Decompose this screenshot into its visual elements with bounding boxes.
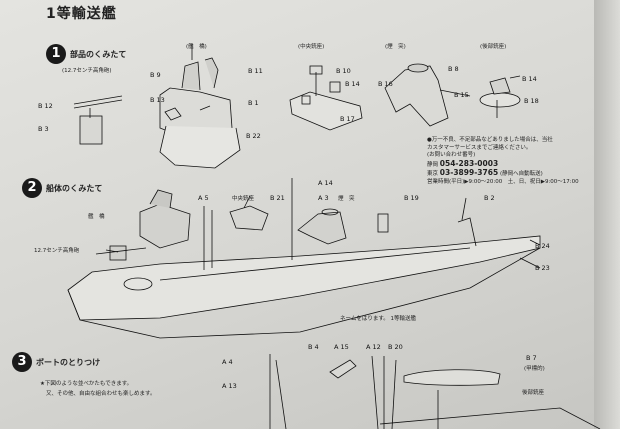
step-2-heading: 船体のくみたて [46, 184, 103, 193]
part-label: A 3 [318, 194, 329, 202]
part-label: A 13 [222, 382, 237, 390]
part-label: B 11 [248, 67, 263, 75]
notice-line-2: カスタマーサービスまでご連絡ください。 [427, 144, 532, 151]
part-label: B 20 [388, 343, 403, 351]
shizuoka-label: 静岡 [427, 161, 439, 168]
tokyo-label: 東京 [427, 171, 439, 177]
part-label: B 15 [454, 91, 469, 99]
center-gun-label: 中央銃座 [232, 196, 255, 202]
group-center-label: (中央銃座) [298, 44, 325, 50]
page-title: 1等輸送艦 [46, 6, 117, 22]
part-label: A 4 [222, 358, 233, 366]
part-label: B 17 [340, 115, 355, 123]
part-label: B 1 [248, 99, 259, 107]
part-label: B 18 [524, 97, 539, 105]
part-label: A 14 [318, 179, 333, 187]
part-label: B 21 [270, 194, 285, 202]
phone-shizuoka: 054-283-0003 [439, 158, 499, 168]
notice-line-1: ●万一不良、不足部品などありました場合は、当社 [427, 137, 553, 143]
part-label: B 12 [38, 102, 53, 110]
rear-gun-label: 後部銃座 [522, 390, 545, 396]
part-label: B 9 [150, 71, 161, 79]
step-1-heading: 部品のくみたて [70, 50, 127, 59]
part-label: B 16 [378, 80, 393, 88]
part-label: A 12 [366, 343, 381, 351]
step-3-note-2: 又、その他、自由な組合わせも楽しめます。 [46, 391, 156, 397]
gun-label: (12.7センチ高角砲) [62, 68, 112, 74]
step-2-number: 2 [22, 178, 42, 198]
group-stack-label: (煙 突) [385, 44, 406, 50]
name-sticker-note: ネームをはります。 1等輸送艦 [340, 316, 417, 322]
step-1-number: 1 [46, 44, 66, 64]
part-label: B 2 [484, 194, 495, 202]
part-label: B 8 [448, 65, 459, 73]
bridge-label: 艦 橋 [88, 214, 105, 220]
business-hours: 営業時間(平日)▶9:00〜20:00 土、日、祝日▶9:00〜17:00 [427, 178, 579, 185]
step-3-heading: ボートのとりつけ [36, 358, 101, 367]
part-label: B 3 [38, 125, 49, 133]
customer-service-notice: ●万一不良、不足部品などありました場合は、当社 カスタマーサービスまでご連絡くだ… [427, 137, 579, 186]
part-label: B 14 [345, 80, 360, 88]
part-label: B 13 [150, 96, 165, 104]
group-bridge-label: (艦 橋) [186, 44, 207, 50]
part-label: B 19 [404, 194, 419, 202]
step-3-note-1: ★下図のような並べかたもできます。 [40, 381, 133, 387]
part-label: B 10 [336, 67, 351, 75]
part-label: B 22 [246, 132, 261, 140]
background-edge [594, 0, 620, 429]
b7-note: (甲標的) [524, 366, 545, 372]
part-label: B 7 [526, 354, 537, 362]
part-label: B 14 [522, 75, 537, 83]
part-label: B 4 [308, 343, 319, 351]
part-label: A 15 [334, 343, 349, 351]
part-label: A 5 [198, 194, 209, 202]
phone-tokyo: 03-3899-3765 [439, 168, 499, 177]
stack-label: 煙 突 [338, 196, 355, 202]
step-3-number: 3 [12, 352, 32, 372]
group-rear-label: (後部銃座) [480, 44, 507, 50]
notice-line-3: (お問い合わせ番号) [427, 152, 476, 158]
gun-label: 12.7センチ高角砲 [34, 248, 80, 254]
part-label: B 24 [535, 242, 550, 250]
part-label: B 23 [535, 264, 550, 272]
tokyo-note: (静岡へ自動転送) [499, 171, 543, 177]
